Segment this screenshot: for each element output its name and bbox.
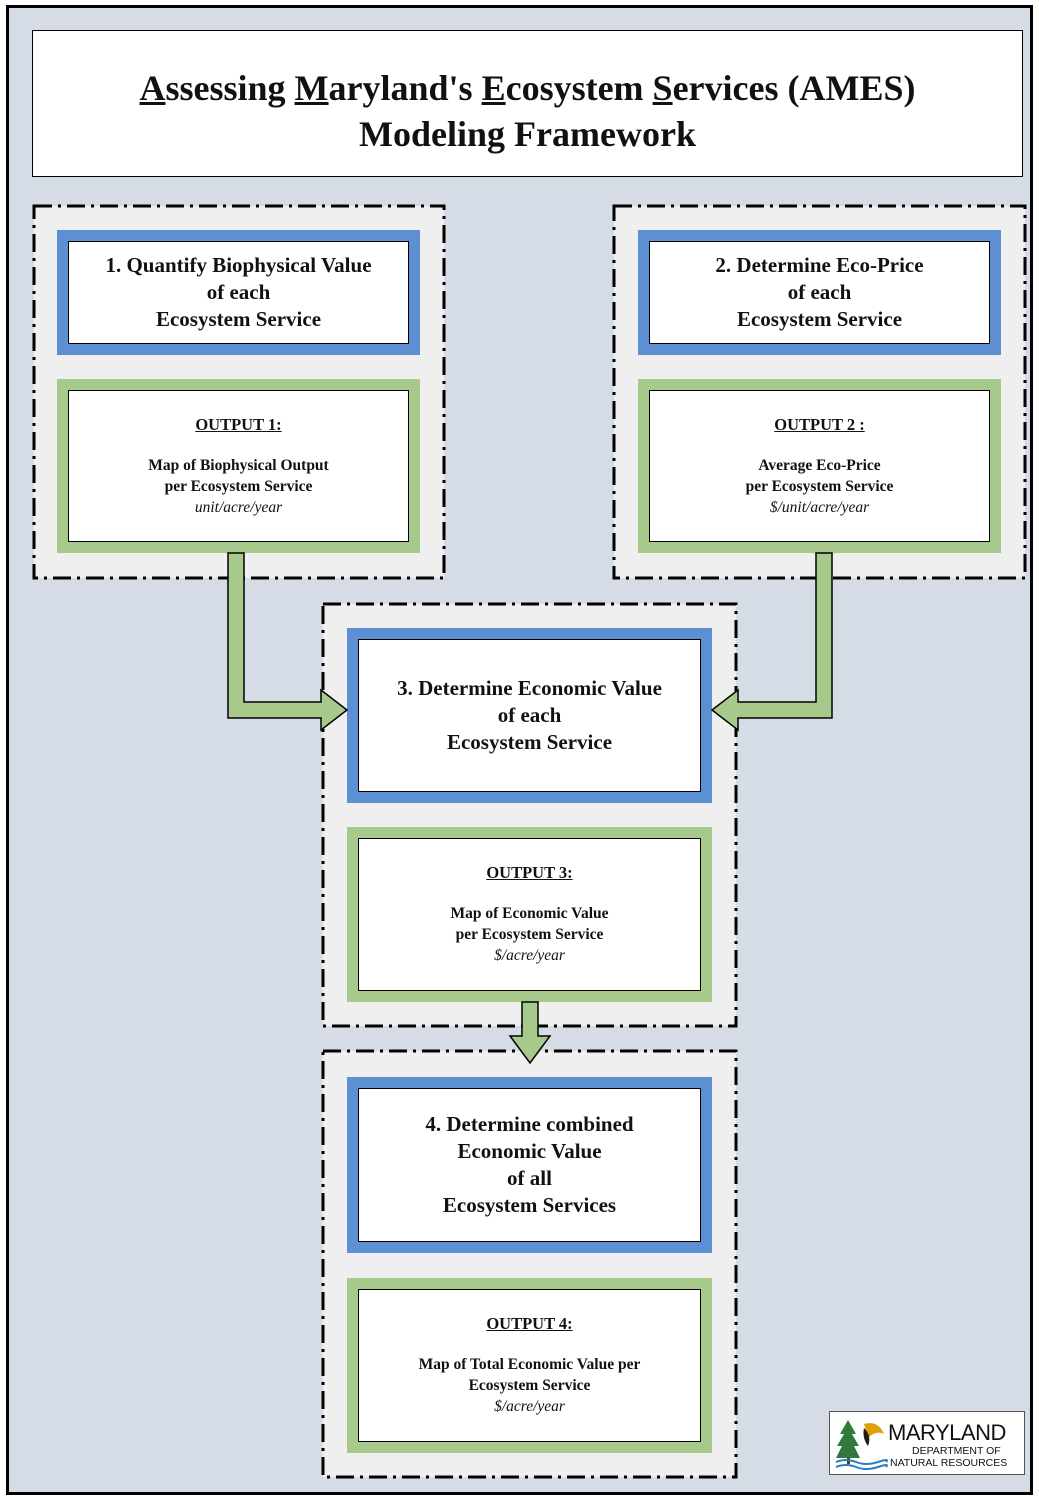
title-line-1: Assessing Maryland's Ecosystem Services … bbox=[139, 68, 916, 108]
title-box: Assessing Maryland's Ecosystem Services … bbox=[32, 30, 1023, 177]
output-2-heading: OUTPUT 2 : bbox=[774, 415, 865, 434]
output-4-box: OUTPUT 4: Map of Total Economic Value pe… bbox=[347, 1278, 712, 1453]
arrow-output2-to-step3 bbox=[710, 552, 833, 732]
output-2-unit: $/unit/acre/year bbox=[769, 499, 870, 516]
output-4-line-2: Ecosystem Service bbox=[468, 1377, 591, 1394]
output-3-line-1: Map of Economic Value bbox=[450, 905, 609, 922]
arrow-output1-to-step3 bbox=[227, 552, 349, 732]
step-3-box: 3. Determine Economic Value of each Ecos… bbox=[347, 628, 712, 803]
output-1-heading: OUTPUT 1: bbox=[195, 415, 282, 434]
step-4-line-2: Economic Value bbox=[457, 1139, 602, 1163]
step-4-box: 4. Determine combined Economic Value of … bbox=[347, 1077, 712, 1253]
step-4-line-3: of all bbox=[507, 1166, 552, 1190]
title-line-2: Modeling Framework bbox=[359, 114, 696, 154]
step-2-line-3: Ecosystem Service bbox=[736, 307, 903, 331]
output-2-text: Average Eco-Price per Ecosystem Service bbox=[746, 455, 894, 497]
step-1-line-1: 1. Quantify Biophysical Value bbox=[105, 253, 372, 277]
maryland-dnr-logo: MARYLAND DEPARTMENT OF NATURAL RESOURCES bbox=[829, 1411, 1025, 1475]
step-4-line-4: Ecosystem Services bbox=[442, 1193, 617, 1217]
output-1-unit: unit/acre/year bbox=[194, 499, 283, 516]
step-4-line-1: 4. Determine combined bbox=[425, 1112, 634, 1136]
output-1-line-2: per Ecosystem Service bbox=[164, 478, 313, 495]
logo-subtitle-1: DEPARTMENT OF bbox=[912, 1445, 1001, 1457]
output-3-line-2: per Ecosystem Service bbox=[455, 926, 604, 943]
output-3-text: Map of Economic Value per Ecosystem Serv… bbox=[450, 903, 608, 945]
output-2-line-1: Average Eco-Price bbox=[758, 457, 881, 474]
output-4-unit: $/acre/year bbox=[494, 1398, 565, 1415]
arrow-output3-to-step4 bbox=[508, 1001, 552, 1065]
step-3-line-2: of each bbox=[497, 703, 562, 727]
output-2-line-2: per Ecosystem Service bbox=[745, 478, 894, 495]
step-3-line-1: 3. Determine Economic Value bbox=[397, 676, 662, 700]
step-2-line-1: 2. Determine Eco-Price bbox=[715, 253, 924, 277]
output-1-box: OUTPUT 1: Map of Biophysical Output per … bbox=[57, 379, 420, 553]
output-2-box: OUTPUT 2 : Average Eco-Price per Ecosyst… bbox=[638, 379, 1001, 553]
output-3-box: OUTPUT 3: Map of Economic Value per Ecos… bbox=[347, 827, 712, 1002]
step-1-line-3: Ecosystem Service bbox=[155, 307, 322, 331]
dnr-emblem-icon bbox=[835, 1420, 888, 1470]
step-3-line-3: Ecosystem Service bbox=[446, 730, 613, 754]
step-1-line-2: of each bbox=[206, 280, 271, 304]
output-3-unit: $/acre/year bbox=[494, 947, 565, 964]
step-2-line-2: of each bbox=[787, 280, 852, 304]
output-4-line-1: Map of Total Economic Value per bbox=[418, 1356, 641, 1373]
logo-subtitle-2: NATURAL RESOURCES bbox=[890, 1457, 1008, 1469]
output-1-text: Map of Biophysical Output per Ecosystem … bbox=[148, 455, 328, 497]
output-1-line-1: Map of Biophysical Output bbox=[148, 457, 329, 474]
logo-name: MARYLAND bbox=[888, 1420, 1006, 1445]
output-4-heading: OUTPUT 4: bbox=[486, 1314, 573, 1333]
step-1-box: 1. Quantify Biophysical Value of each Ec… bbox=[57, 230, 420, 355]
step-2-box: 2. Determine Eco-Price of each Ecosystem… bbox=[638, 230, 1001, 355]
output-4-text: Map of Total Economic Value per Ecosyste… bbox=[419, 1354, 641, 1396]
output-3-heading: OUTPUT 3: bbox=[486, 863, 573, 882]
